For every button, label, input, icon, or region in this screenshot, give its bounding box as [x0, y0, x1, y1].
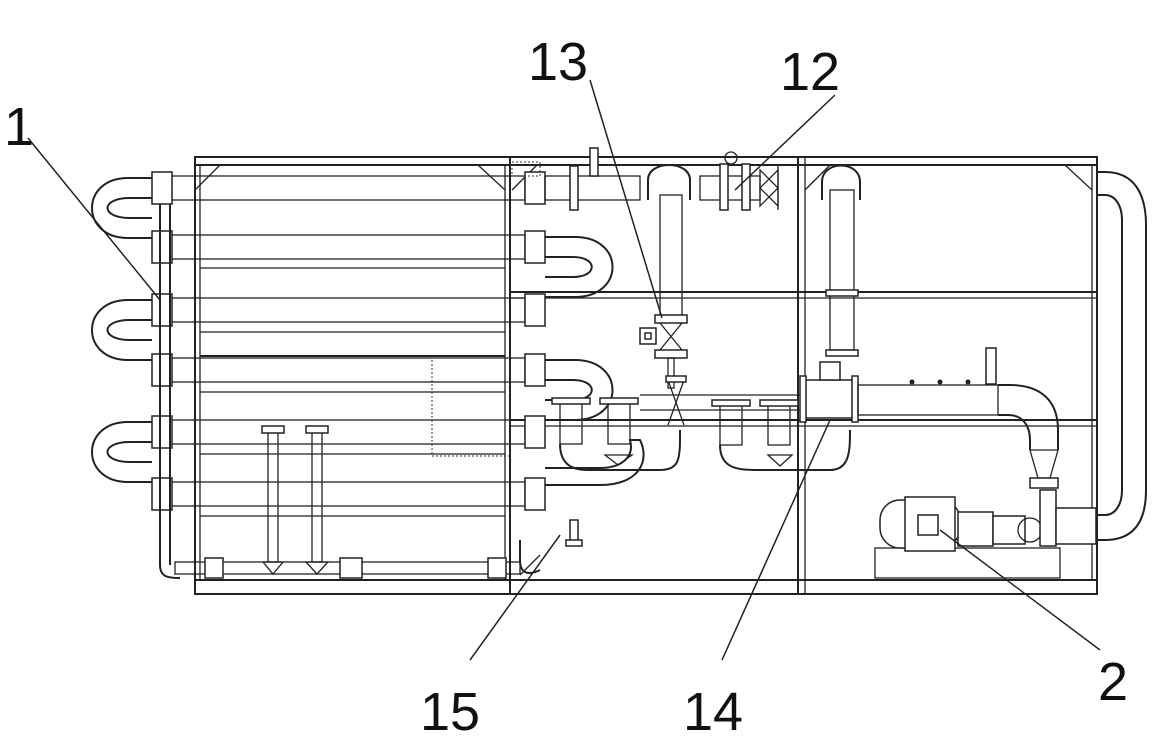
manifold [551, 347, 1059, 471]
leader-lines [27, 79, 1101, 661]
callout-1: 1 [4, 97, 34, 157]
left-u-bends [91, 177, 152, 483]
right-riser [821, 164, 861, 357]
return-loop [1097, 171, 1147, 541]
callout-12: 12 [780, 42, 840, 102]
membrane-tube [169, 481, 526, 507]
right-u-bends [545, 236, 645, 486]
membrane-tube [169, 234, 526, 260]
membrane-tube [169, 175, 526, 201]
membrane-tube [169, 357, 526, 383]
callout-2: 2 [1098, 652, 1128, 712]
callout-13: 13 [528, 32, 588, 92]
pump-motor-assembly [874, 449, 1097, 579]
skid-frame [194, 156, 1098, 595]
drain-valve [565, 519, 583, 547]
callout-15: 15 [420, 682, 480, 742]
membrane-tube [169, 419, 526, 445]
callouts: 1 13 12 15 14 2 [4, 32, 1128, 742]
membrane-tube-bank [151, 161, 546, 565]
membrane-tube [169, 297, 526, 323]
callout-14: 14 [683, 682, 743, 742]
drain-header [159, 425, 541, 579]
top-process-pipe [544, 147, 779, 389]
